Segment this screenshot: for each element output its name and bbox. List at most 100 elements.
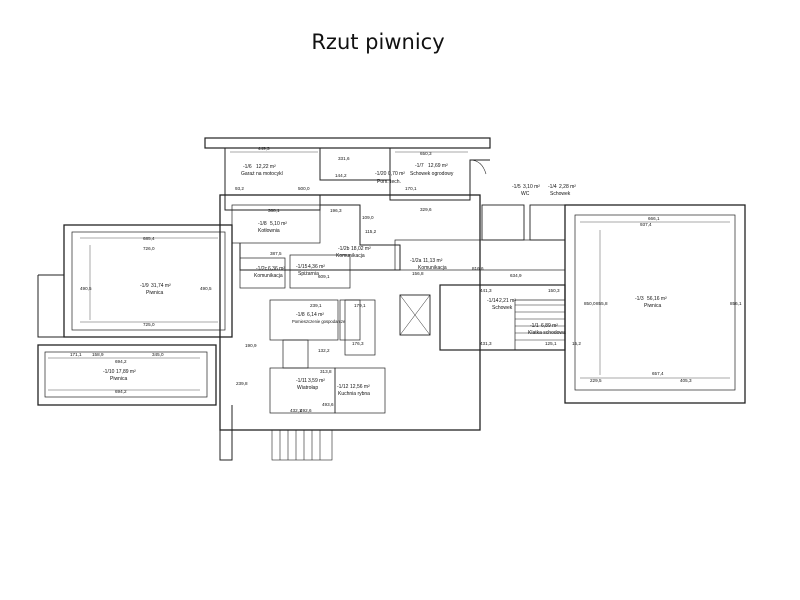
dimension-label: 196,3 bbox=[330, 208, 342, 213]
room-label: -1/12 bbox=[337, 384, 349, 390]
room-label: 11,13 m² bbox=[423, 258, 443, 264]
room-label: -1/15 bbox=[296, 264, 308, 270]
dimension-label: 405,3 bbox=[680, 378, 692, 383]
dimension-label: 493,6 bbox=[322, 402, 334, 407]
room-schody-b bbox=[282, 339, 309, 369]
dimension-label: 329,6 bbox=[420, 207, 432, 212]
room-label: -1/20 bbox=[375, 171, 387, 177]
dimension-label: 726,0 bbox=[143, 246, 155, 251]
room-176 bbox=[344, 299, 376, 356]
wall-piwnica-3 bbox=[564, 204, 746, 404]
room-label: 31,74 m² bbox=[151, 283, 171, 289]
dimension-label: 388,1 bbox=[268, 208, 280, 213]
room-label: 5,10 m² bbox=[270, 221, 287, 227]
room-label: 3,10 m² bbox=[523, 184, 540, 190]
room-piwnica-10 bbox=[44, 351, 208, 398]
room-name: Kotłownia bbox=[258, 228, 280, 234]
dimension-label: 694,2 bbox=[115, 389, 127, 394]
room-label: 12,22 m² bbox=[256, 164, 276, 170]
dimension-label: 634,9 bbox=[510, 273, 522, 278]
dimension-label: 431,3 bbox=[480, 341, 492, 346]
room-piwnica-3 bbox=[574, 214, 736, 391]
room-spizarnia bbox=[289, 254, 351, 289]
dimension-label: 179,1 bbox=[354, 303, 366, 308]
dimension-label: 816,6 bbox=[472, 266, 484, 271]
dimension-label: 387,5 bbox=[270, 251, 282, 256]
room-label: 2,21 m² bbox=[499, 298, 516, 304]
dimension-label: 490,5 bbox=[200, 286, 212, 291]
room-name: Piwnica bbox=[110, 376, 127, 382]
dimension-label: 93,2 bbox=[235, 186, 244, 191]
room-kotlownia bbox=[231, 204, 321, 244]
room-name: WC bbox=[521, 191, 530, 197]
dimension-label: 725,0 bbox=[143, 322, 155, 327]
room-name: Schowek bbox=[550, 191, 571, 197]
room-label: -1/14 bbox=[487, 298, 499, 304]
dimension-label: 229,5 bbox=[590, 378, 602, 383]
dimension-label: 492,6 bbox=[300, 408, 312, 413]
dimension-label: 490,5 bbox=[80, 286, 92, 291]
dimension-label: 666,1 bbox=[648, 216, 660, 221]
dimension-label: 850,0 bbox=[584, 301, 596, 306]
room-label: 56,16 m² bbox=[647, 296, 667, 302]
room-label: -1/1 bbox=[530, 323, 539, 329]
door-swing bbox=[469, 159, 487, 175]
dimension-label: 239,8 bbox=[236, 381, 248, 386]
exterior-stairs bbox=[271, 429, 333, 461]
room-label: -1/2c bbox=[256, 266, 268, 272]
room-name: Wiatrołap bbox=[297, 385, 318, 391]
room-name: Garaż na motocykl bbox=[241, 171, 283, 177]
room-name: Klatka schodowa bbox=[528, 330, 566, 336]
room-label: 12,56 m² bbox=[350, 384, 370, 390]
room-label: -1/11 bbox=[296, 378, 307, 384]
stairs bbox=[515, 304, 565, 341]
room-label: 6,14 m² bbox=[307, 312, 324, 318]
dimension-label: 115,2 bbox=[365, 229, 377, 234]
dimension-label: 156,8 bbox=[412, 271, 424, 276]
room-wc bbox=[481, 204, 525, 241]
dimension-label: 125,1 bbox=[545, 341, 557, 346]
room-label: -1/10 bbox=[103, 369, 115, 375]
dimension-label: 345,0 bbox=[152, 352, 164, 357]
room-name: Komunikacja bbox=[418, 265, 447, 271]
room-label: -1/7 bbox=[415, 163, 424, 169]
dimension-label: 432,1 bbox=[290, 408, 302, 413]
room-name: Piwnica bbox=[644, 303, 661, 309]
room-piwnica-9 bbox=[71, 231, 226, 331]
dimension-label: 158,9 bbox=[92, 352, 104, 357]
dimension-label: 657,4 bbox=[652, 371, 664, 376]
room-name: Pom. tech. bbox=[377, 179, 401, 185]
dimension-label: 856,1 bbox=[730, 301, 742, 306]
wall-piwnica-10 bbox=[37, 344, 217, 406]
room-label: -1/8 bbox=[296, 312, 305, 318]
room-label: 12,69 m² bbox=[428, 163, 448, 169]
room-label: 2,28 m² bbox=[559, 184, 576, 190]
dimension-label: 170,1 bbox=[405, 186, 417, 191]
room-name: Spiżarnia bbox=[298, 271, 319, 277]
room-name: Schowek ogrodowy bbox=[410, 171, 454, 177]
dimension-label: 144,2 bbox=[335, 173, 347, 178]
room-label: 3,59 m² bbox=[308, 378, 325, 384]
core-outer bbox=[219, 194, 481, 431]
room-name: Kuchnia rybna bbox=[338, 391, 370, 397]
room-label: -1/8 bbox=[258, 221, 267, 227]
dimension-label: 239,1 bbox=[310, 303, 322, 308]
room-label: -1/2b bbox=[338, 246, 350, 252]
room-label: -1/2a bbox=[410, 258, 422, 264]
room-label: 4,36 m² bbox=[308, 264, 325, 270]
dimension-label: 150,3 bbox=[548, 288, 560, 293]
outer-wall-north bbox=[204, 137, 491, 149]
dimension-label: 650,3 bbox=[420, 151, 432, 156]
room-name: Piwnica bbox=[146, 290, 163, 296]
room-label: -1/5 bbox=[512, 184, 521, 190]
dimension-label: 694,2 bbox=[115, 359, 127, 364]
dimension-label: 500,0 bbox=[298, 186, 310, 191]
wall-garden bbox=[389, 148, 490, 201]
room-label: -1/9 bbox=[140, 283, 149, 289]
room-label: 6,36 m² bbox=[268, 266, 285, 272]
room-name: Pomieszczenie gospodarcze bbox=[292, 319, 346, 324]
wall-garage bbox=[224, 148, 321, 211]
west-wing bbox=[37, 274, 65, 338]
room-label: -1/3 bbox=[635, 296, 644, 302]
room-label: 18,02 m² bbox=[351, 246, 371, 252]
